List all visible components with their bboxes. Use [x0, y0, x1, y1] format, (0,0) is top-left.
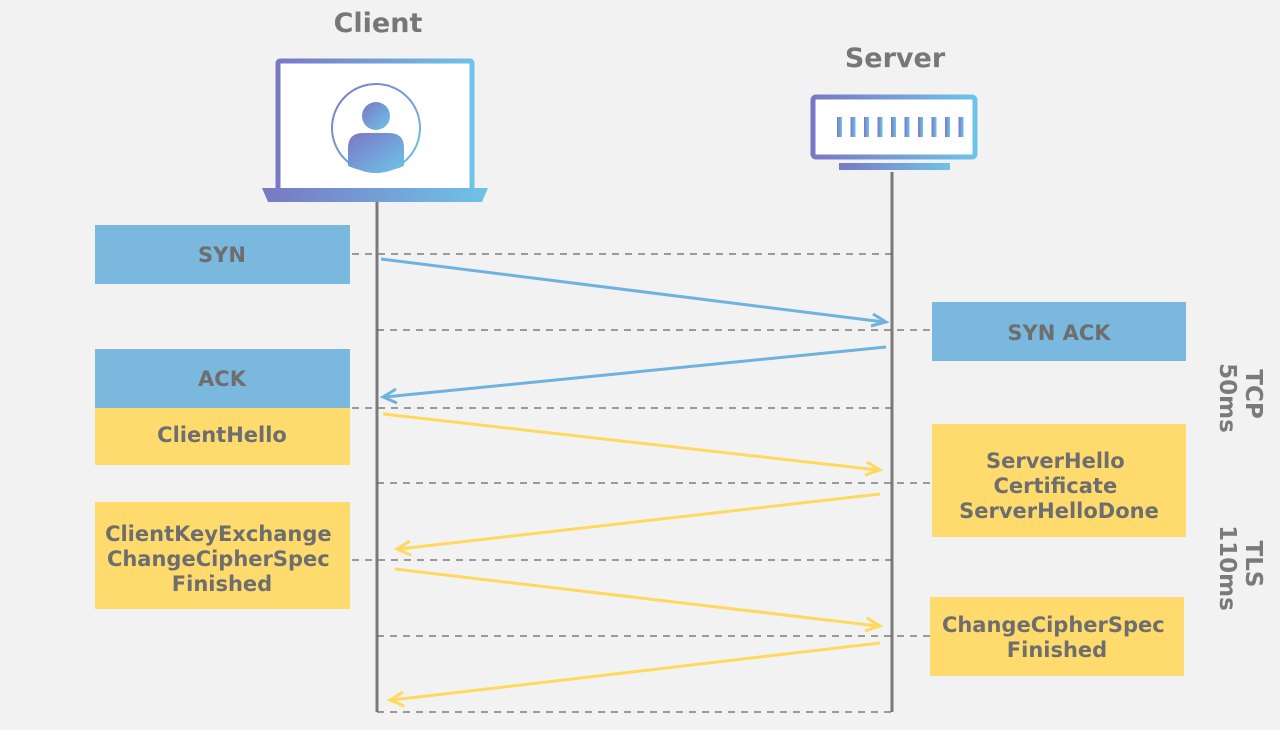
client-change-cipher-spec-label: ChangeCipherSpec	[107, 547, 330, 571]
server-slot	[904, 117, 910, 137]
client-finished-label: Finished	[172, 572, 272, 596]
server-title: Server	[845, 43, 946, 74]
syn-box: SYN	[95, 225, 350, 284]
svg-text:ACK: ACK	[198, 367, 247, 391]
client-key-exchange-box: ClientKeyExchange ChangeCipherSpec Finis…	[95, 502, 350, 609]
tls-phase-name: TLS	[1240, 541, 1266, 588]
server-slot	[945, 117, 950, 137]
server-hello-done-label: ServerHelloDone	[959, 499, 1159, 523]
server-hello-arrow	[393, 492, 881, 557]
syn-ack-box: SYN ACK	[932, 302, 1186, 361]
svg-text:ClientKeyExchange Change: ClientKeyExchange ChangeCipherSpec Finis…	[105, 522, 339, 596]
svg-text:TCP 50ms: TCP 50ms	[1214, 363, 1266, 433]
server-finished-label: Finished	[1007, 638, 1107, 662]
server-hello-box: ServerHello Certificate ServerHelloDone	[932, 424, 1186, 537]
svg-text:ChangeCipherSpec Finishe: ChangeCipherSpec Finished	[942, 613, 1172, 662]
client-hello-arrow	[382, 412, 884, 477]
client-key-exchange-label: ClientKeyExchange	[105, 522, 332, 546]
tls-phase-duration: 110ms	[1214, 525, 1240, 611]
server-slot	[931, 117, 937, 137]
certificate-label: Certificate	[993, 474, 1117, 498]
svg-text:TLS 110ms: TLS 110ms	[1214, 525, 1266, 611]
tcp-phase-name: TCP	[1240, 369, 1266, 418]
svg-text:ClientHello: ClientHello	[157, 423, 287, 447]
tcp-phase-duration: 50ms	[1214, 363, 1240, 433]
server-slot	[958, 117, 964, 137]
server-slot	[850, 117, 856, 137]
ack-box: ACK	[95, 349, 350, 408]
server-finished-box: ChangeCipherSpec Finished	[930, 597, 1184, 676]
server-hello-label: ServerHello	[986, 449, 1125, 473]
server-slot	[891, 117, 896, 137]
server-slot	[837, 117, 842, 137]
syn-ack-arrow	[379, 345, 887, 405]
syn-arrow	[380, 257, 890, 328]
server-finished-arrow	[386, 641, 881, 708]
syn-label: SYN	[198, 243, 246, 267]
ack-label: ACK	[198, 367, 247, 391]
laptop-user-icon	[262, 58, 488, 202]
server-change-cipher-spec-label: ChangeCipherSpec	[942, 613, 1165, 637]
syn-ack-label: SYN ACK	[1007, 321, 1111, 345]
tls-phase-label: TLS 110ms	[1214, 525, 1266, 611]
client-hello-label: ClientHello	[157, 423, 287, 447]
server-slot	[918, 117, 923, 137]
server-slot	[877, 117, 883, 137]
client-key-exchange-arrow	[394, 567, 884, 633]
timing-guides	[352, 253, 932, 713]
server-icon	[810, 94, 978, 170]
tcp-phase-label: TCP 50ms	[1214, 363, 1266, 433]
client-title: Client	[334, 8, 423, 39]
svg-text:ServerHello Certificate: ServerHello Certificate ServerHelloDone	[959, 449, 1159, 523]
svg-text:SYN ACK: SYN ACK	[1007, 321, 1111, 345]
svg-text:SYN: SYN	[198, 243, 246, 267]
client-hello-box: ClientHello	[95, 408, 350, 465]
server-slot	[864, 117, 869, 137]
